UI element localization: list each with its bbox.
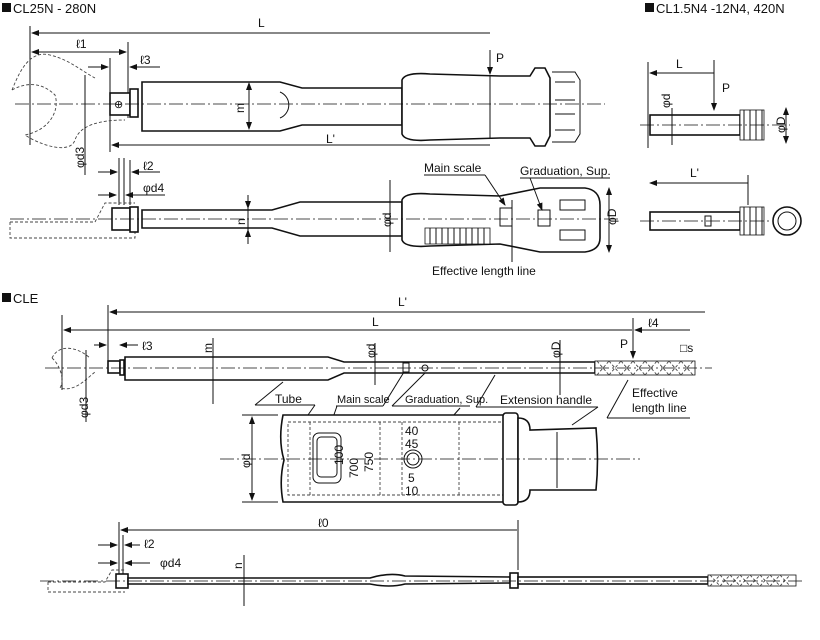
- small-dim-d: φd: [659, 94, 673, 108]
- detail-dim-d: φd: [239, 454, 253, 468]
- cle-dim-d: φd: [364, 344, 378, 358]
- cle-top-view: L' L ℓ4 □s ℓ3 φd3 m φd φD P: [45, 295, 712, 422]
- small-dim-L: L: [676, 57, 683, 71]
- title-cle-text: CLE: [13, 291, 39, 306]
- label-graduation: Graduation, Sup.: [520, 164, 611, 178]
- dim-L: L: [258, 16, 265, 30]
- cle-dim-D: φD: [549, 341, 563, 358]
- cle-side-view: ℓ0 ℓ2 φd4 n: [40, 516, 805, 606]
- cle-dim-n: n: [231, 562, 245, 569]
- cle-force-P: P: [620, 337, 628, 351]
- cle-dim-L: L: [372, 315, 379, 329]
- small-dim-Lp: L': [690, 166, 699, 180]
- dim-d4: φd4: [143, 181, 164, 195]
- cle-dim-l2: ℓ2: [144, 537, 155, 551]
- small-force-P: P: [722, 81, 730, 95]
- cle-dim-s: □s: [680, 341, 693, 355]
- title-cl-text: CL25N - 280N: [13, 1, 96, 16]
- dim-d3: φd3: [73, 147, 87, 168]
- label-effective-length: Effective length line: [432, 264, 536, 278]
- grad-value-5: 5: [408, 471, 415, 485]
- cle-dim-Lp: L': [398, 295, 407, 309]
- grad-value-40: 40: [405, 424, 419, 438]
- label-main-scale: Main scale: [424, 161, 482, 175]
- dim-m: m: [233, 103, 247, 113]
- svg-text:⊕: ⊕: [114, 99, 123, 111]
- title-cl-small-text: CL1.5N4 -12N4, 420N: [656, 1, 785, 16]
- cle-dim-l4: ℓ4: [648, 316, 659, 330]
- title-cl: CL25N - 280N: [2, 1, 96, 16]
- label-cle-graduation: Graduation, Sup.: [405, 394, 488, 406]
- label-extension-handle: Extension handle: [500, 393, 592, 407]
- cle-dim-d3: φd3: [77, 397, 91, 418]
- scale-value-750: 750: [362, 452, 376, 472]
- force-P: P: [496, 51, 504, 65]
- dim-Lp: L': [326, 132, 335, 146]
- scale-value-100: 100: [332, 445, 346, 465]
- dim-D: φD: [605, 208, 619, 225]
- cle-dim-d4: φd4: [160, 556, 181, 570]
- title-cle: CLE: [2, 291, 39, 306]
- label-cle-main-scale: Main scale: [337, 394, 390, 406]
- small-dim-D: φD: [774, 116, 788, 133]
- cl-side-view: ℓ2 φd4 n φd φD Main scale Graduation, Su…: [9, 158, 620, 278]
- cle-dim-m: m: [201, 343, 215, 353]
- cl-small-view: L P φd φD L': [640, 57, 802, 236]
- title-cl-small: CL1.5N4 -12N4, 420N: [645, 1, 785, 16]
- label-effective-1: Effective: [632, 386, 678, 400]
- cle-dim-l3: ℓ3: [142, 339, 153, 353]
- grad-value-45: 45: [405, 437, 419, 451]
- cle-dim-l0: ℓ0: [318, 516, 329, 530]
- cle-detail-view: Tube Main scale Graduation, Sup. Extensi…: [220, 371, 690, 506]
- dim-l2: ℓ2: [143, 159, 154, 173]
- label-effective-2: length line: [632, 401, 687, 415]
- label-tube: Tube: [275, 392, 302, 406]
- scale-value-700: 700: [347, 458, 361, 478]
- dim-d: φd: [380, 213, 394, 227]
- dim-n: n: [234, 218, 248, 225]
- grad-value-10: 10: [405, 484, 419, 498]
- dim-l3: ℓ3: [140, 53, 151, 67]
- cl-top-view: L ℓ1 ℓ3 φd3 ⊕ m P L': [11, 16, 605, 175]
- dim-l1: ℓ1: [76, 37, 87, 51]
